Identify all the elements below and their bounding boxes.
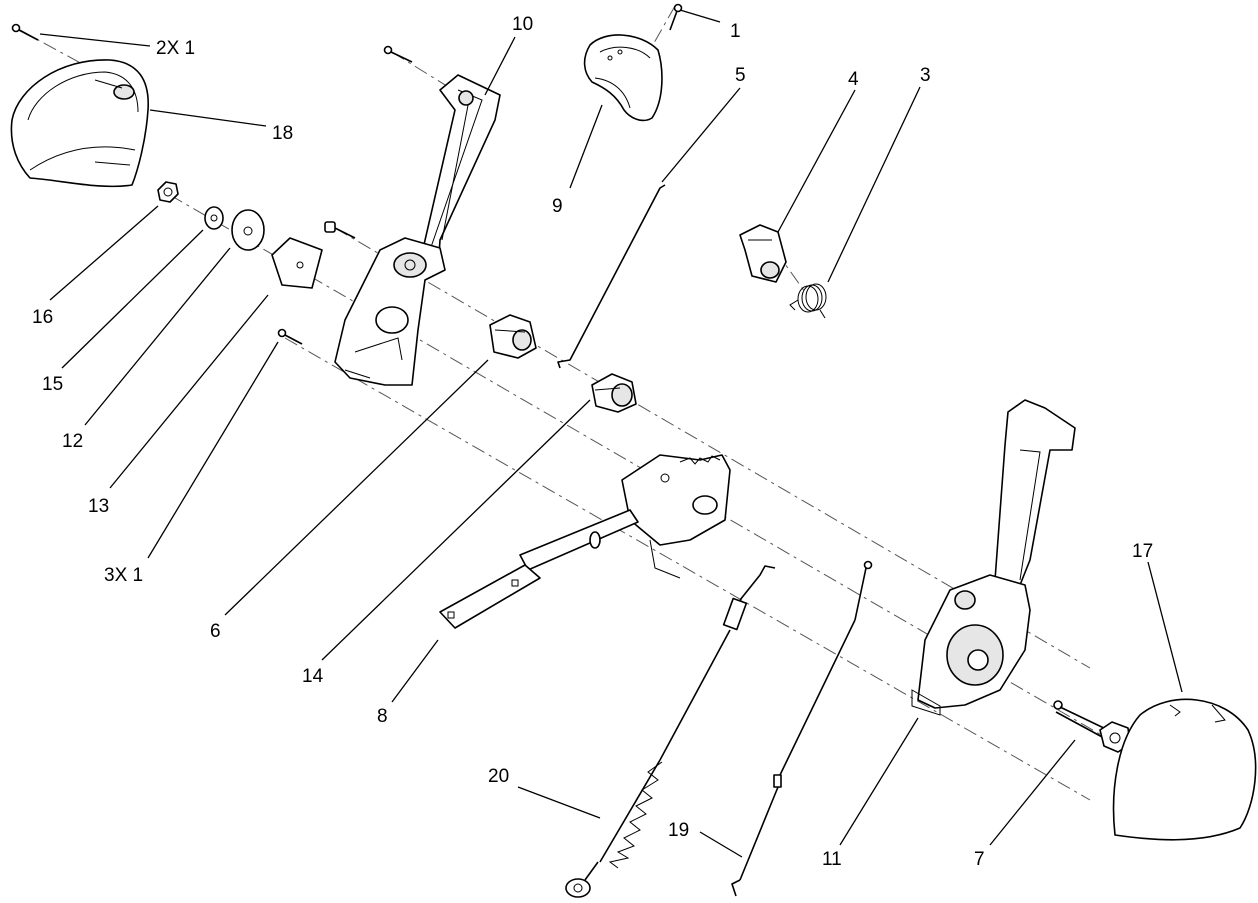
part-10-lever-left — [334, 74, 501, 386]
callout-8: 8 — [377, 706, 388, 727]
part-11-lever-right — [911, 399, 1076, 716]
callout-3x1: 3X 1 — [104, 565, 143, 586]
callout-7: 7 — [974, 849, 985, 870]
callout-10: 10 — [512, 14, 533, 35]
part-6-bushing — [489, 314, 537, 359]
callout-1: 1 — [730, 21, 741, 42]
part-9-grip — [583, 34, 663, 122]
callout-14: 14 — [302, 666, 324, 687]
part-4-latch — [739, 224, 787, 283]
part-13-plate — [271, 237, 323, 289]
callout-9: 9 — [552, 196, 563, 217]
part-5-rod — [557, 184, 666, 369]
part-14-bushing — [591, 373, 637, 413]
callout-5: 5 — [735, 65, 746, 86]
leader-lines — [39, 9, 1183, 858]
part-1-screw-top — [669, 3, 683, 31]
callout-16: 16 — [32, 307, 53, 328]
part-15-washer — [204, 206, 224, 230]
callout-17: 17 — [1132, 541, 1153, 562]
callout-11: 11 — [822, 849, 842, 870]
part-19-cable — [731, 560, 873, 897]
part-3-spring — [789, 283, 827, 319]
part-20-cable — [565, 565, 776, 898]
callout-4: 4 — [848, 69, 859, 90]
part-8-bracket-shaft — [439, 454, 731, 629]
part-1-bolt-middle — [324, 221, 356, 239]
callout-18: 18 — [272, 123, 293, 144]
callout-20: 20 — [488, 766, 509, 787]
callout-13: 13 — [88, 496, 109, 517]
callout-15: 15 — [42, 374, 63, 395]
callout-2x1: 2X 1 — [156, 38, 195, 59]
part-1-bolt-upper — [383, 45, 413, 63]
callout-12: 12 — [62, 431, 83, 452]
callout-labels: 1 2X 1 3 3X 1 4 5 6 7 8 9 10 11 12 13 14… — [32, 14, 1153, 870]
part-12-washer — [231, 209, 265, 251]
part-1-bolt-lower — [277, 328, 303, 345]
part-1-screw-left — [11, 23, 39, 41]
callout-3: 3 — [920, 65, 931, 86]
part-16-nut — [157, 181, 179, 203]
part-17-cover — [1112, 698, 1257, 841]
callout-19: 19 — [668, 820, 689, 841]
part-18-cover — [10, 59, 149, 188]
callout-6: 6 — [210, 621, 221, 642]
part-7-bolt — [1053, 700, 1131, 753]
